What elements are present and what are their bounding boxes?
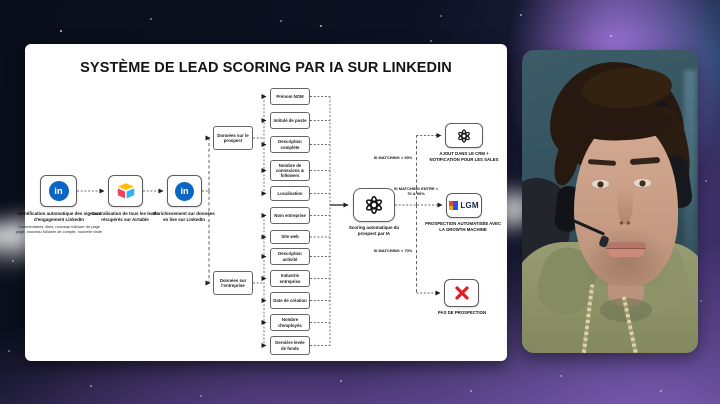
scoring-label: Scoring automatique du prospect par IA	[348, 225, 400, 236]
right-eye	[634, 179, 651, 187]
outcome-crm: AJOUT DANS LE CRM + NOTIFICATION POUR LE…	[429, 151, 499, 162]
upper-lip	[606, 242, 646, 249]
lower-lip	[608, 248, 644, 257]
outcome-lgm: PROSPECTION AUTOMATISÉE AVEC LA GROWTH M…	[425, 221, 501, 232]
outcome-none: PAS DE PROSPECTION	[437, 310, 487, 315]
scoring-node	[353, 188, 395, 222]
field-box: Site web	[270, 230, 310, 244]
condition-low: SI MATCHING < 70%	[373, 248, 413, 253]
diagram-title: SYSTÈME DE LEAD SCORING PAR IA SUR LINKE…	[80, 60, 452, 76]
airtable-node	[108, 175, 143, 207]
linkedin-icon: in	[175, 181, 194, 201]
left-eye	[592, 180, 609, 188]
step-sublabel-text: Commentaires, likes, nouveau follower de…	[15, 223, 103, 234]
field-box: Nombre d'employés	[270, 314, 310, 331]
field-box: Dernière levée de fonds	[270, 336, 310, 355]
cross-icon	[454, 286, 469, 300]
openai-icon	[458, 128, 470, 143]
openai-icon	[365, 195, 383, 215]
field-box: Nom entreprise	[270, 207, 310, 224]
step-label-text: Identification automatique des signaux d…	[17, 211, 101, 222]
starfield-background	[0, 0, 2, 2]
field-box: Industrie entreprise	[270, 270, 310, 287]
linkedin-source-node: in	[40, 175, 77, 207]
field-box: Intitulé de poste	[270, 112, 310, 129]
lgm-node: LGM	[446, 193, 482, 218]
condition-high: SI MATCHING > 90%	[373, 155, 413, 160]
crm-node	[445, 123, 483, 148]
lgm-logo-text: LGM	[460, 201, 479, 210]
mouth-line	[606, 247, 646, 249]
linkedin-icon: in	[48, 181, 69, 201]
person-face	[574, 120, 678, 286]
field-box: Date de création	[270, 292, 310, 309]
group-box-prospect: Données sur le prospect	[213, 126, 253, 150]
field-box: Nombre de connexions & followers	[270, 160, 310, 181]
lgm-grid-icon	[449, 201, 459, 210]
linkedin-enrich-node: in	[167, 175, 202, 207]
webcam-video	[522, 50, 698, 353]
connector-lines	[77, 94, 443, 348]
field-box: Localisation	[270, 186, 310, 201]
field-box: Description activité	[270, 248, 310, 265]
no-prospection-node	[444, 279, 479, 307]
step-label-centralisation: Centralisation de tous les leads récupér…	[91, 211, 159, 222]
nose	[617, 170, 633, 224]
airtable-icon	[117, 183, 134, 199]
field-box: Prénom NOM	[270, 88, 310, 105]
lgm-logo: LGM	[449, 201, 478, 210]
group-box-entreprise: Données sur l'entreprise	[213, 271, 253, 295]
field-box: Description complète	[270, 136, 310, 153]
step-label-identification: Identification automatique des signaux d…	[14, 211, 104, 234]
step-label-enrichissement: Enrichissement sur données en live sur L…	[153, 211, 215, 222]
whiteboard-slide: SYSTÈME DE LEAD SCORING PAR IA SUR LINKE…	[16, 44, 507, 361]
nostrils	[618, 220, 632, 226]
condition-mid: SI MATCHING ENTRE > 70 & 90%	[393, 186, 439, 197]
